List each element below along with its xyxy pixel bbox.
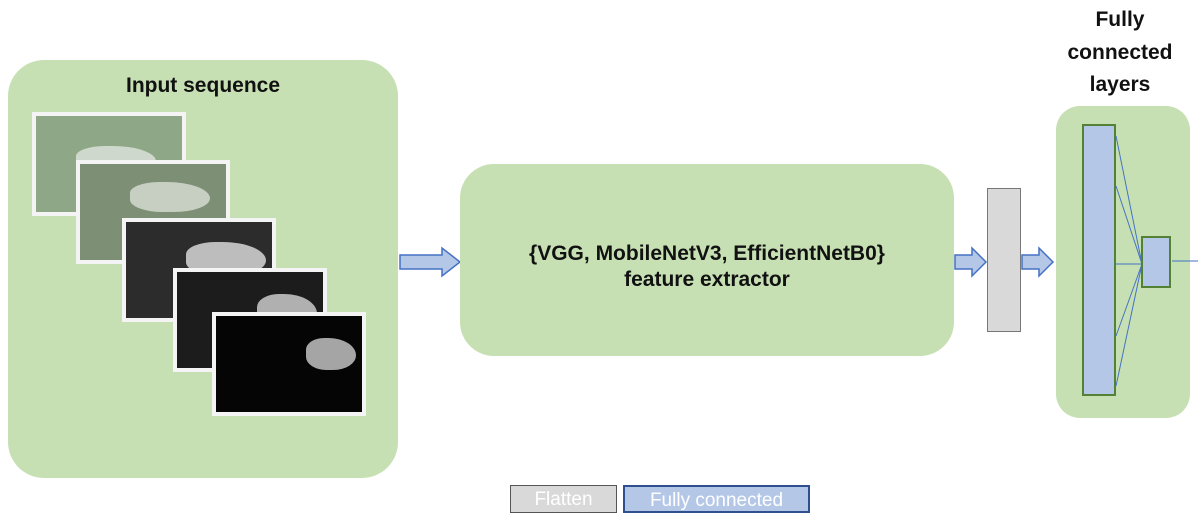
input-frame-5 — [212, 312, 366, 416]
flatten-layer — [987, 188, 1021, 332]
fc-title-line1: Fully — [1095, 8, 1145, 31]
legend-flatten: Flatten — [510, 485, 617, 513]
feature-extractor-line2: feature extractor — [624, 268, 790, 291]
feature-extractor-line1: {VGG, MobileNetV3, EfficientNetB0} — [529, 242, 885, 265]
arrow-input-to-extractor — [399, 246, 462, 278]
fc-layer-output — [1141, 236, 1171, 288]
arrow-flatten-to-fc — [1021, 246, 1055, 278]
input-sequence-title: Input sequence — [125, 74, 281, 97]
feature-extractor-panel — [460, 164, 954, 356]
legend-fully-connected: Fully connected — [623, 485, 810, 513]
fc-layer-large — [1082, 124, 1116, 396]
fc-connections — [1115, 135, 1198, 387]
fc-title-line2: connected — [1067, 41, 1173, 64]
arrow-extractor-to-flatten — [954, 246, 988, 278]
fc-title-line3: layers — [1089, 73, 1151, 96]
